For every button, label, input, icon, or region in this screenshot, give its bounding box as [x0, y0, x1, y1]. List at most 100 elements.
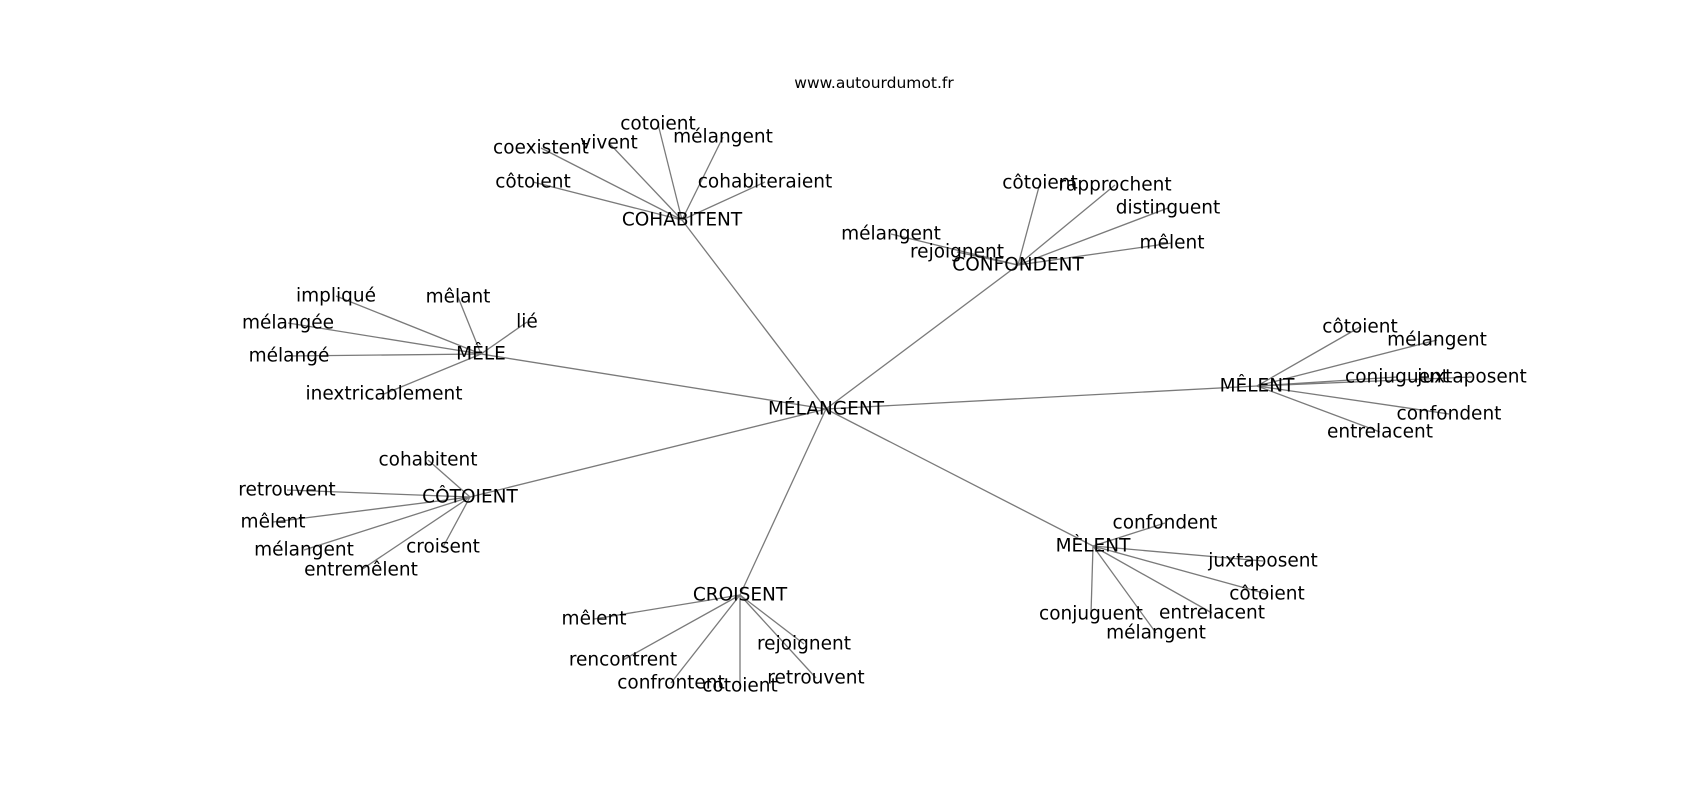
- leaf-node[interactable]: rencontrent: [569, 650, 677, 671]
- edge-hub-leaf: [1092, 522, 1166, 547]
- hub-node[interactable]: CÔTOIENT: [422, 486, 518, 508]
- leaf-node[interactable]: mêlant: [426, 287, 491, 308]
- edge-hub-leaf: [286, 489, 471, 498]
- leaf-node[interactable]: rejoignent: [910, 242, 1004, 263]
- edge-hub-leaf: [383, 353, 482, 395]
- edge-hub-leaf: [335, 295, 482, 355]
- hub-node[interactable]: MÈLENT: [1056, 535, 1131, 557]
- edge-hub-leaf: [681, 181, 766, 221]
- site-label: www.autourdumot.fr: [794, 74, 954, 92]
- edge-hub-leaf: [287, 322, 482, 355]
- leaf-node[interactable]: cotoient: [620, 114, 696, 135]
- leaf-node[interactable]: impliqué: [296, 286, 376, 307]
- leaf-node[interactable]: côtoient: [1229, 584, 1305, 605]
- leaf-node[interactable]: côtoient: [1322, 317, 1398, 338]
- leaf-node[interactable]: mêlent: [241, 512, 306, 533]
- edge-center-hub: [681, 219, 827, 410]
- leaf-node[interactable]: côtoient: [1002, 173, 1078, 194]
- edge-hub-leaf: [1017, 207, 1169, 266]
- leaf-node[interactable]: mêlent: [1140, 233, 1205, 254]
- edge-hub-leaf: [1017, 182, 1041, 266]
- graph-labels: www.autourdumot.fr MÉLANGENT COHABITENT cô…: [238, 74, 1526, 697]
- edge-hub-leaf: [1256, 376, 1473, 387]
- leaf-node[interactable]: confrontent: [617, 673, 725, 694]
- leaf-node[interactable]: côtoient: [495, 172, 571, 193]
- edge-hub-leaf: [657, 123, 683, 221]
- leaf-node[interactable]: lié: [516, 312, 538, 333]
- edge-hub-leaf: [1256, 385, 1450, 415]
- leaf-node[interactable]: entrelacent: [1159, 603, 1265, 624]
- leaf-node[interactable]: mélangent: [1387, 330, 1487, 351]
- edge-center-hub: [469, 408, 827, 498]
- edge-hub-leaf: [442, 496, 471, 548]
- edge-hub-leaf: [681, 136, 724, 221]
- edge-hub-leaf: [532, 181, 683, 221]
- edge-hub-leaf: [1256, 326, 1361, 387]
- leaf-node[interactable]: juxtaposent: [1207, 551, 1317, 572]
- leaf-node[interactable]: vivent: [580, 133, 637, 154]
- leaf-node[interactable]: retrouvent: [767, 668, 864, 689]
- edge-center-hub: [480, 353, 827, 410]
- edge-hub-leaf: [427, 459, 471, 498]
- leaf-node[interactable]: entrelacent: [1327, 422, 1433, 443]
- hub-node[interactable]: MÊLENT: [1220, 375, 1295, 397]
- edge-center-hub: [739, 408, 827, 596]
- leaf-node[interactable]: coexistent: [493, 138, 589, 159]
- leaf-node[interactable]: mélangent: [673, 127, 773, 148]
- edge-hub-leaf: [1092, 545, 1268, 595]
- edge-hub-leaf: [1092, 545, 1213, 614]
- edge-hub-leaf: [1092, 545, 1264, 562]
- edge-hub-leaf: [1256, 385, 1381, 433]
- edge-hub-leaf: [457, 296, 482, 355]
- edge-hub-leaf: [593, 594, 741, 620]
- leaf-node[interactable]: croisent: [406, 537, 480, 558]
- graph-edges: [272, 123, 1473, 686]
- edge-hub-leaf: [1017, 242, 1173, 266]
- edge-hub-leaf: [303, 496, 471, 551]
- edge-hub-leaf: [1092, 545, 1157, 634]
- edge-hub-leaf: [956, 251, 1019, 266]
- hub-node[interactable]: MÊLE: [456, 343, 506, 365]
- center-node[interactable]: MÉLANGENT: [768, 398, 885, 420]
- leaf-node[interactable]: confondent: [1113, 513, 1218, 534]
- edge-hub-leaf: [1090, 545, 1094, 615]
- leaf-node[interactable]: inextricablement: [305, 384, 462, 405]
- hub-node[interactable]: CROISENT: [693, 585, 788, 606]
- leaf-node[interactable]: distinguent: [1116, 198, 1220, 219]
- edge-hub-leaf: [608, 142, 683, 221]
- leaf-node[interactable]: retrouvent: [238, 480, 335, 501]
- edge-hub-leaf: [1256, 339, 1438, 387]
- leaf-node[interactable]: mélangé: [249, 346, 330, 367]
- leaf-node[interactable]: mélangée: [242, 313, 334, 334]
- leaf-node[interactable]: rejoignent: [757, 634, 851, 655]
- edge-hub-leaf: [739, 594, 817, 679]
- leaf-node[interactable]: entremêlent: [304, 560, 418, 581]
- leaf-node[interactable]: mélangent: [841, 224, 941, 245]
- leaf-node[interactable]: cotoient: [702, 676, 778, 697]
- leaf-node[interactable]: conjuguent: [1345, 367, 1449, 388]
- leaf-node[interactable]: juxtaposent: [1416, 367, 1526, 388]
- edge-center-hub: [825, 385, 1258, 410]
- edge-hub-leaf: [288, 353, 482, 357]
- leaf-node[interactable]: confondent: [1397, 404, 1502, 425]
- edge-hub-leaf: [1017, 184, 1116, 266]
- leaf-node[interactable]: cohabitent: [378, 450, 477, 471]
- edge-center-hub: [825, 408, 1094, 547]
- edge-center-hub: [825, 264, 1019, 410]
- edge-hub-leaf: [360, 496, 471, 571]
- leaf-node[interactable]: mêlent: [562, 609, 627, 630]
- leaf-node[interactable]: mélangent: [1106, 623, 1206, 644]
- hub-node[interactable]: CONFONDENT: [952, 255, 1084, 276]
- edge-hub-leaf: [670, 594, 741, 684]
- leaf-node[interactable]: rapprochent: [1058, 175, 1171, 196]
- leaf-node[interactable]: cohabiteraient: [698, 172, 833, 193]
- edge-hub-leaf: [739, 594, 805, 645]
- edge-hub-leaf: [540, 147, 683, 221]
- leaf-node[interactable]: conjuguent: [1039, 604, 1143, 625]
- hub-node[interactable]: COHABITENT: [622, 210, 743, 231]
- edge-hub-leaf: [622, 594, 741, 661]
- leaf-node[interactable]: mélangent: [254, 540, 354, 561]
- edge-hub-leaf: [272, 496, 471, 523]
